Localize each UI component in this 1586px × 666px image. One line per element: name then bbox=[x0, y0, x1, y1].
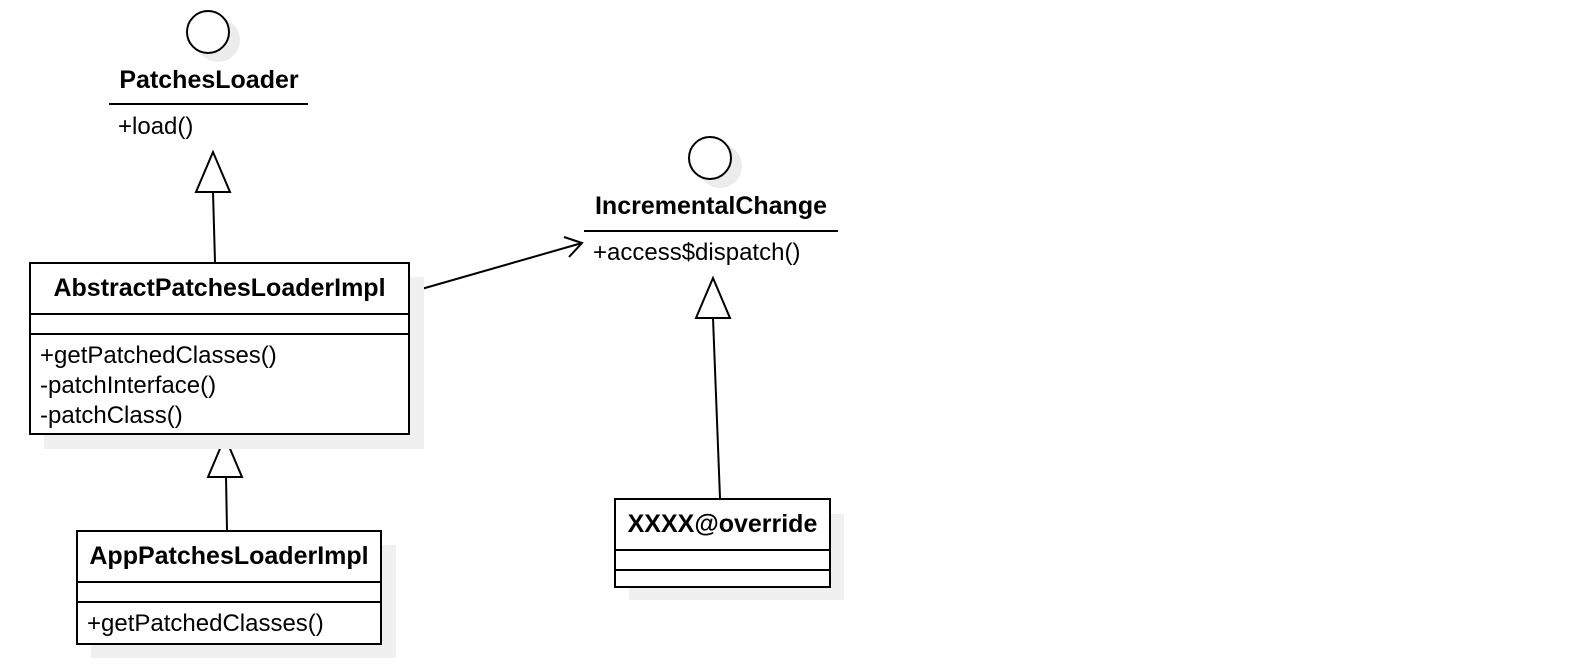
abstract-class-methods: +getPatchedClasses() -patchInterface() -… bbox=[31, 333, 408, 431]
abstract-class-header: AbstractPatchesLoaderImpl bbox=[31, 264, 408, 313]
realization-arrowhead-patchesloader bbox=[194, 149, 232, 193]
incrementalchange-name: IncrementalChange bbox=[594, 192, 827, 220]
patchesloader-interface-icon bbox=[186, 10, 230, 54]
generalization-line-app-to-abstract bbox=[225, 476, 228, 531]
override-class-name: XXXX@override bbox=[627, 510, 818, 538]
patchesloader-name: PatchesLoader bbox=[119, 66, 299, 94]
override-class: XXXX@override bbox=[614, 498, 831, 588]
incrementalchange-interface-icon bbox=[688, 136, 732, 180]
app-class-methods: +getPatchedClasses() bbox=[78, 601, 380, 639]
abstract-method-patch-interface: -patchInterface() bbox=[40, 372, 217, 399]
realization-arrowhead-incrementalchange bbox=[694, 275, 732, 319]
abstract-class-name: AbstractPatchesLoaderImpl bbox=[53, 274, 386, 302]
abstract-method-get-patched-classes: +getPatchedClasses() bbox=[40, 342, 277, 369]
override-class-header: XXXX@override bbox=[616, 500, 829, 549]
app-class-attributes bbox=[78, 581, 380, 601]
patchesloader-divider bbox=[109, 103, 308, 105]
app-method-get-patched-classes: +getPatchedClasses() bbox=[87, 610, 324, 637]
realization-line-override-to-incrementalchange bbox=[712, 317, 721, 499]
app-class-name: AppPatchesLoaderImpl bbox=[89, 542, 369, 570]
abstract-method-patch-class: -patchClass() bbox=[40, 402, 183, 429]
abstract-class-attributes bbox=[31, 313, 408, 333]
association-arrowhead bbox=[563, 236, 584, 258]
incrementalchange-method: +access$dispatch() bbox=[593, 239, 801, 266]
app-class-header: AppPatchesLoaderImpl bbox=[78, 532, 380, 581]
association-line bbox=[410, 242, 583, 293]
override-class-attributes bbox=[616, 549, 829, 569]
incrementalchange-divider bbox=[584, 230, 838, 232]
override-class-methods bbox=[616, 569, 829, 586]
realization-line-abstract-to-patchesloader bbox=[212, 191, 216, 263]
generalization-arrowhead-abstract bbox=[206, 434, 244, 478]
abstract-patches-loader-impl-class: AbstractPatchesLoaderImpl +getPatchedCla… bbox=[29, 262, 410, 435]
app-patches-loader-impl-class: AppPatchesLoaderImpl +getPatchedClasses(… bbox=[76, 530, 382, 645]
patchesloader-method: +load() bbox=[118, 113, 194, 140]
